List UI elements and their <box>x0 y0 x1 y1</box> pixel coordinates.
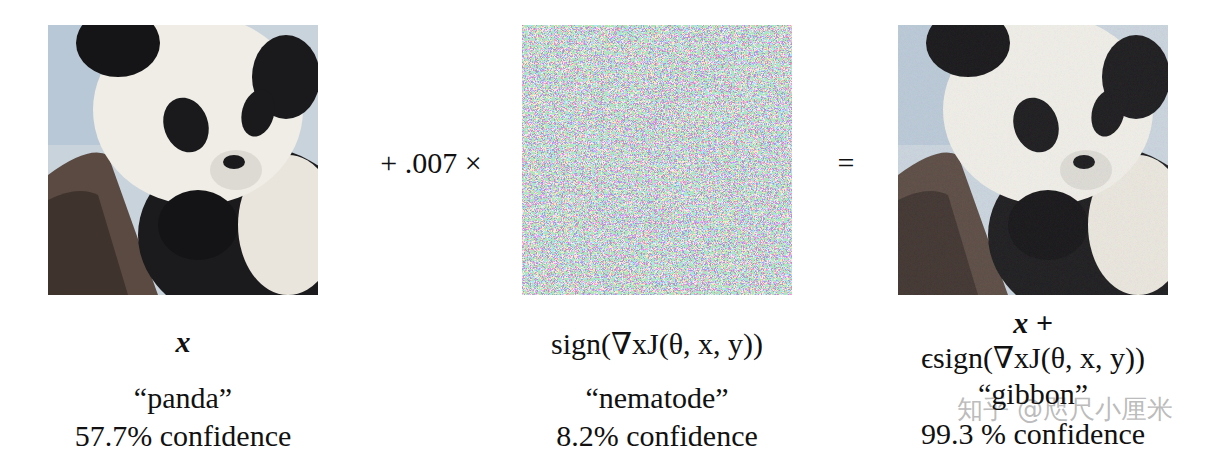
class-label: “nematode” <box>585 381 728 414</box>
formula: x + <box>1013 306 1053 339</box>
variable: x <box>176 325 191 358</box>
class-label: “gibbon” <box>978 377 1088 410</box>
class-label: “panda” <box>134 381 232 414</box>
confidence: 8.2% confidence <box>556 419 758 452</box>
confidence: 99.3 % confidence <box>921 417 1145 450</box>
operator: + .007 × <box>380 146 481 179</box>
formula: sign(∇xJ(θ, x, y)) <box>551 327 763 360</box>
confidence: 57.7% confidence <box>75 419 292 452</box>
formula: ϵsign(∇xJ(θ, x, y)) <box>921 341 1145 374</box>
operator: = <box>838 146 855 179</box>
